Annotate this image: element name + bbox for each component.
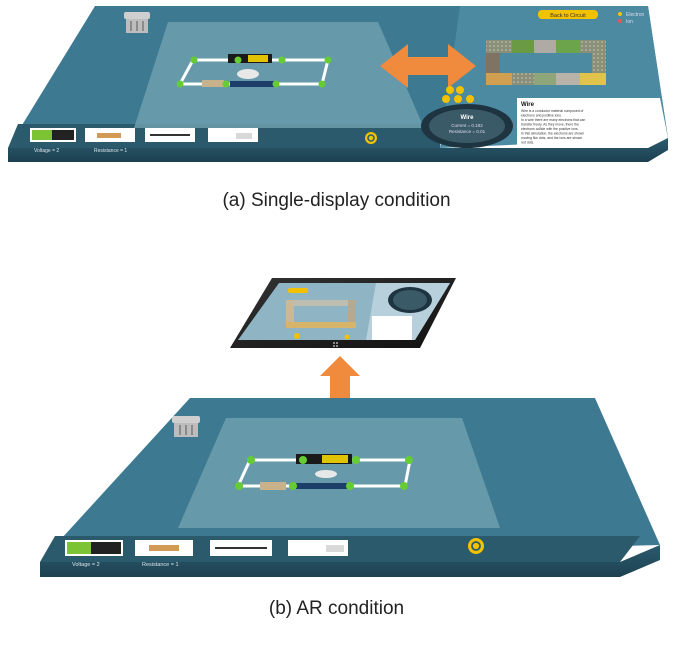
node[interactable] bbox=[235, 482, 243, 490]
tablet-tool-button[interactable] bbox=[294, 333, 300, 339]
meter-segment bbox=[230, 81, 278, 87]
legend-ion: Ion bbox=[626, 19, 633, 25]
tray-label-resistance: Resistance = 1 bbox=[94, 148, 127, 154]
tablet-back-button[interactable] bbox=[288, 288, 308, 293]
node[interactable] bbox=[278, 56, 286, 64]
meter-segment bbox=[290, 483, 350, 489]
bulb-icon[interactable] bbox=[315, 470, 337, 478]
windows-logo-icon bbox=[333, 342, 338, 347]
node[interactable] bbox=[176, 80, 184, 88]
board-b-work-area bbox=[178, 418, 500, 528]
battery-icon[interactable] bbox=[32, 130, 52, 140]
info-line: red dots. bbox=[521, 141, 534, 145]
meter-title: Wire bbox=[461, 115, 475, 121]
battery-icon[interactable] bbox=[67, 542, 91, 554]
tool-button[interactable] bbox=[442, 95, 450, 103]
node[interactable] bbox=[247, 456, 255, 464]
tool-button[interactable] bbox=[446, 86, 454, 94]
tablet-undo-icon[interactable] bbox=[344, 334, 350, 340]
node[interactable] bbox=[346, 482, 354, 490]
node[interactable] bbox=[324, 56, 332, 64]
node[interactable] bbox=[289, 482, 297, 490]
caption-a: (a) Single-display condition bbox=[222, 190, 451, 211]
tablet-info-panel bbox=[372, 316, 412, 340]
trash-bin-icon[interactable] bbox=[124, 12, 150, 33]
tool-button[interactable] bbox=[454, 95, 462, 103]
electron-legend-icon bbox=[618, 12, 622, 16]
tool-button[interactable] bbox=[456, 86, 464, 94]
info-line: Wire is a conductor material composed of bbox=[521, 109, 583, 113]
node[interactable] bbox=[272, 80, 280, 88]
info-line: In this simulation, the electrons are sh… bbox=[521, 132, 584, 136]
info-panel: Wire Wire is a conductor material compos… bbox=[517, 98, 668, 148]
info-line: transfer freely. As they move, there the bbox=[521, 123, 579, 127]
node[interactable] bbox=[234, 56, 242, 64]
tray-label-voltage: Voltage = 2 bbox=[72, 562, 100, 568]
trash-bin-icon[interactable] bbox=[172, 416, 200, 437]
wire-item[interactable] bbox=[150, 134, 190, 136]
meter-current: Current = 0.182 bbox=[451, 123, 483, 128]
back-to-circuit-button[interactable]: Back to Circuit bbox=[538, 10, 598, 19]
tablet bbox=[230, 278, 456, 348]
node[interactable] bbox=[222, 80, 230, 88]
switch-item[interactable] bbox=[326, 545, 344, 552]
meter-resistance: Resistance = 0.01 bbox=[449, 129, 486, 134]
legend: Electron Ion bbox=[618, 12, 645, 25]
resistor-icon[interactable] bbox=[202, 80, 224, 87]
tray-items-b: Voltage = 2 Resistance = 1 bbox=[65, 540, 348, 568]
resistor-icon[interactable] bbox=[149, 545, 179, 551]
back-to-circuit-label: Back to Circuit bbox=[550, 13, 586, 19]
undo-circle-icon[interactable] bbox=[468, 538, 484, 554]
board-b: Voltage = 2 Resistance = 1 bbox=[40, 398, 660, 577]
info-line: In a wire there are many electrons that … bbox=[521, 118, 585, 122]
tray-items-a: Voltage = 2 Resistance = 1 bbox=[30, 128, 258, 154]
double-arrow-icon bbox=[380, 44, 476, 88]
circuit-b bbox=[235, 454, 413, 490]
meter-display: Wire Current = 0.182 Resistance = 0.01 bbox=[421, 104, 513, 148]
board-a: Voltage = 2 Resistance = 1 bbox=[8, 6, 668, 162]
bulb-icon[interactable] bbox=[237, 69, 259, 79]
node[interactable] bbox=[318, 80, 326, 88]
node[interactable] bbox=[405, 456, 413, 464]
node[interactable] bbox=[299, 456, 307, 464]
info-line: electrons collide with the positive ions… bbox=[521, 127, 579, 131]
info-heading: Wire bbox=[521, 102, 535, 108]
ion-legend-icon bbox=[618, 19, 622, 23]
node[interactable] bbox=[190, 56, 198, 64]
tray-label-voltage: Voltage = 2 bbox=[34, 148, 59, 154]
board-a-side bbox=[8, 138, 668, 162]
board-a-work-area bbox=[134, 22, 424, 128]
switch-item[interactable] bbox=[236, 133, 252, 139]
resistor-icon[interactable] bbox=[260, 482, 286, 490]
circuit-a bbox=[176, 54, 332, 88]
undo-circle-icon[interactable] bbox=[365, 132, 377, 144]
node[interactable] bbox=[352, 456, 360, 464]
resistor-icon[interactable] bbox=[97, 133, 121, 138]
legend-electron: Electron bbox=[626, 12, 645, 18]
node[interactable] bbox=[400, 482, 408, 490]
tool-buttons bbox=[442, 86, 474, 103]
wire-item[interactable] bbox=[215, 547, 267, 549]
board-b-side bbox=[40, 545, 660, 577]
info-line: moving like dots, and the ions are shown bbox=[521, 136, 582, 140]
tray-label-resistance: Resistance = 1 bbox=[142, 562, 179, 568]
tool-button[interactable] bbox=[466, 95, 474, 103]
zoom-view bbox=[486, 40, 606, 85]
info-line: electrons and positive ions. bbox=[521, 114, 562, 118]
caption-b: (b) AR condition bbox=[268, 598, 405, 619]
